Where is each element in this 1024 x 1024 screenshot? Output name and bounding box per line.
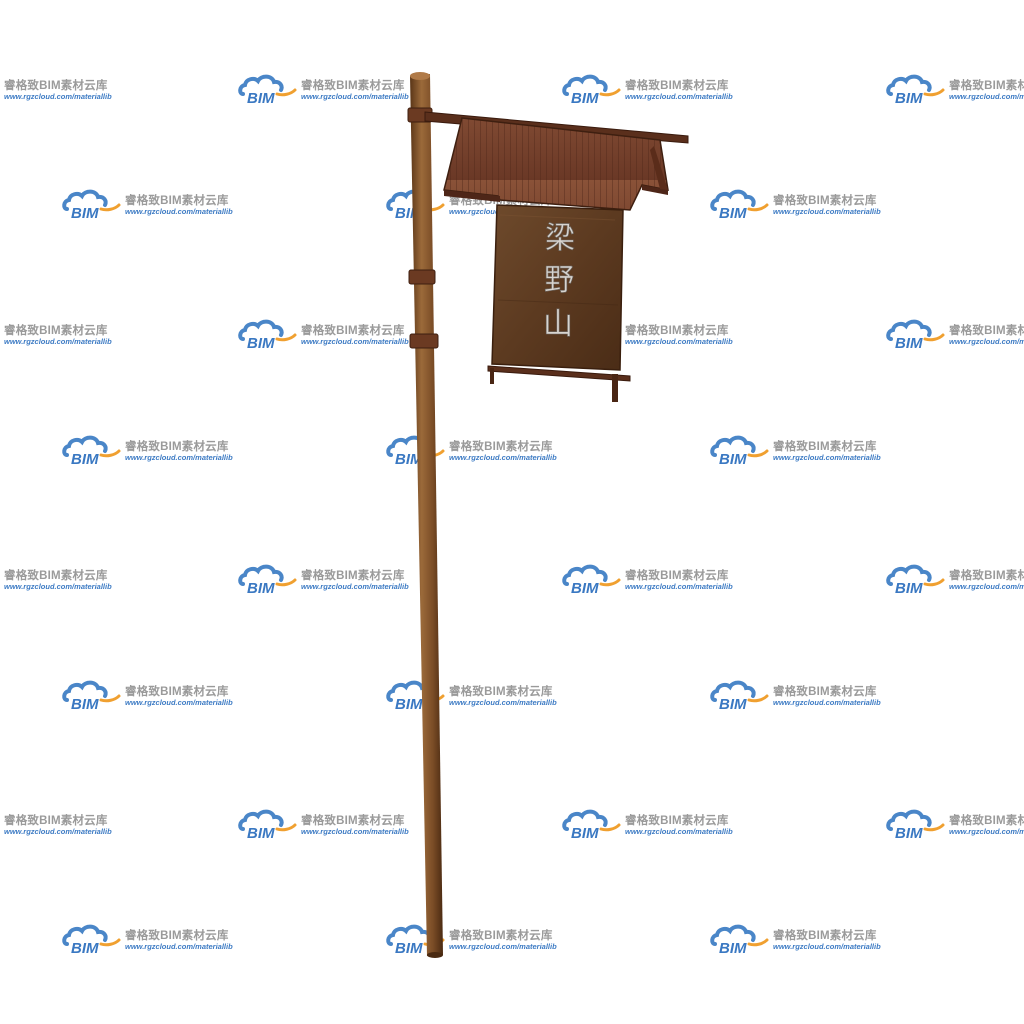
sign-board	[487, 204, 631, 402]
sign-roof	[443, 117, 669, 211]
pole	[410, 72, 443, 958]
pole-bands	[407, 107, 439, 349]
sign-character: 野	[544, 263, 574, 298]
sign-character: 梁	[545, 221, 575, 256]
sign-character: 山	[543, 307, 573, 342]
sign-text: 梁野山	[543, 221, 576, 343]
